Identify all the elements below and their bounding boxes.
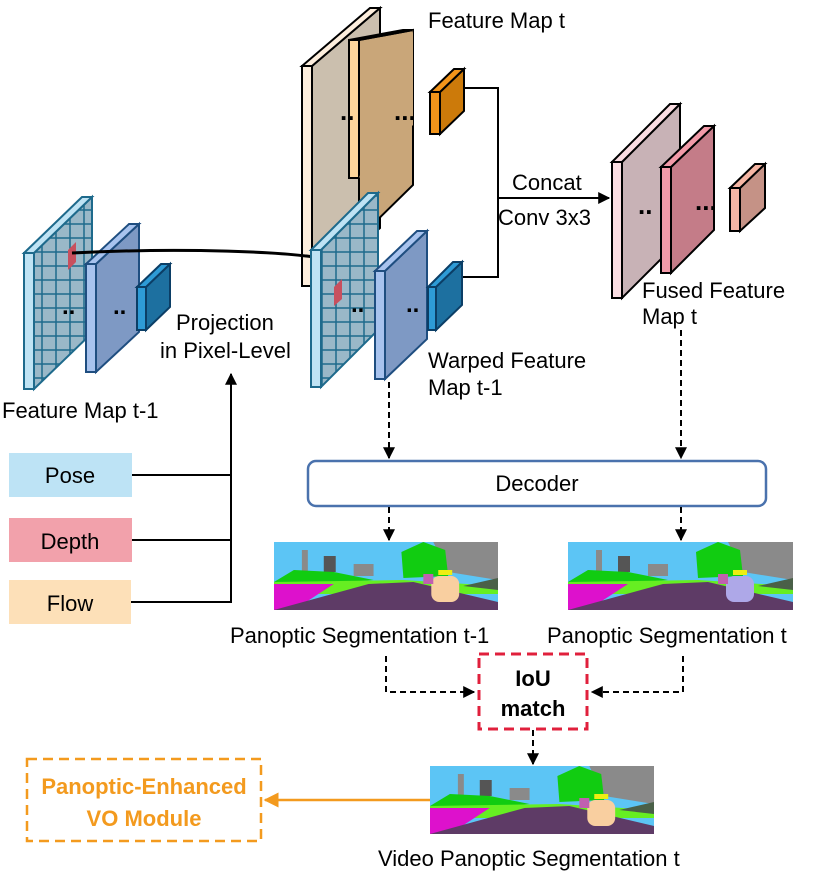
label-concat: Concat	[512, 170, 582, 195]
fused-feature-map-stack: .. ...	[609, 101, 768, 301]
vo-module-block	[25, 757, 263, 843]
concat-connector	[462, 87, 499, 278]
label-projection-1: Projection	[176, 310, 274, 335]
input-pose: Pose	[9, 453, 132, 497]
label-warped-2: Map t-1	[428, 375, 503, 400]
label-vo-2: VO Module	[87, 806, 202, 831]
ellipsis: ..	[406, 291, 419, 318]
label-fused-2: Map t	[642, 304, 697, 329]
label-feature-map-t1: Feature Map t-1	[2, 398, 159, 423]
input-label-depth: Depth	[41, 529, 100, 554]
label-pano-t1: Panoptic Segmentation t-1	[230, 623, 489, 648]
input-flow: Flow	[9, 580, 131, 624]
warped-feature-map-stack: .. ..	[308, 190, 465, 390]
label-match: match	[501, 696, 566, 721]
label-vo-1: Panoptic-Enhanced	[41, 774, 246, 799]
input-label-pose: Pose	[45, 463, 95, 488]
video-panoptic-seg-image	[430, 766, 654, 834]
label-projection-2: in Pixel-Level	[160, 338, 291, 363]
label-iou: IoU	[515, 666, 550, 691]
label-feature-map-t: Feature Map t	[428, 8, 565, 33]
ellipsis: ...	[394, 96, 416, 126]
label-decoder: Decoder	[495, 471, 578, 496]
ellipsis: ..	[62, 293, 75, 320]
panoptic-seg-t-image	[568, 542, 793, 610]
input-connectors	[131, 372, 237, 603]
label-video-pano: Video Panoptic Segmentation t	[378, 846, 680, 871]
pano-t-to-iou-arrow	[590, 656, 684, 698]
label-warped-1: Warped Feature	[428, 348, 586, 373]
ellipsis: ..	[113, 293, 126, 320]
pano-t1-to-iou-arrow	[385, 656, 476, 698]
iou-match-block	[477, 652, 589, 731]
input-depth: Depth	[9, 518, 132, 562]
label-conv: Conv 3x3	[498, 205, 591, 230]
ellipsis: ..	[340, 96, 354, 126]
decoder-block	[306, 459, 768, 508]
ellipsis: ..	[351, 291, 364, 318]
label-pano-t: Panoptic Segmentation t	[547, 623, 787, 648]
feature-map-t-stack: .. ...	[299, 5, 467, 289]
ellipsis: ...	[695, 186, 717, 216]
input-label-flow: Flow	[47, 591, 94, 616]
ellipsis: ..	[638, 190, 652, 220]
label-fused-1: Fused Feature	[642, 278, 785, 303]
feature-map-t1-stack: .. ..	[21, 194, 173, 392]
panoptic-seg-t1-image	[274, 542, 498, 610]
